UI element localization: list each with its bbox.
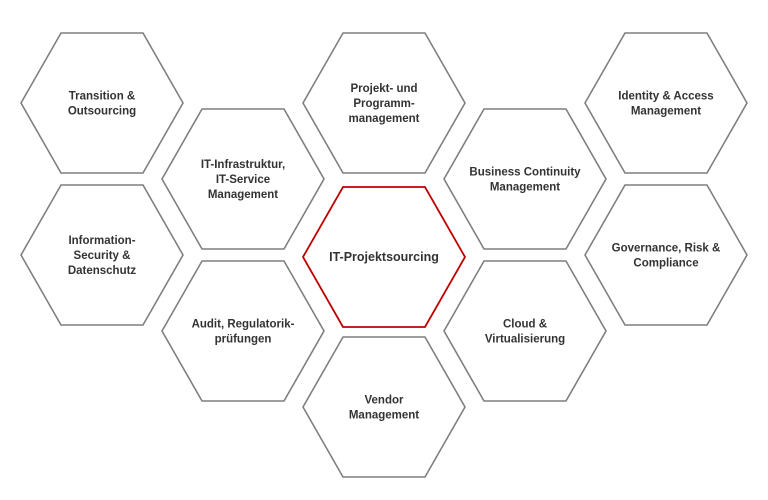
hexagon-shape — [161, 260, 325, 402]
hexagon-label-line: Information- — [68, 235, 135, 247]
hexagon-label-line: Datenschutz — [68, 265, 137, 277]
hexagon-label-line: Security & — [74, 250, 131, 262]
hexagon-label-line: IT-Service — [216, 174, 270, 186]
hexagon-label-line: Management — [208, 189, 278, 201]
hexagon-shape — [302, 32, 466, 174]
hexagon-label-line: Management — [631, 106, 701, 118]
hexagon-shape — [20, 32, 184, 174]
hexagon-label-line: Business Continuity — [469, 167, 581, 179]
hexagon-label-line: Identity & Access — [618, 91, 713, 103]
hexagon-label-line: Audit, Regulatorik- — [192, 319, 295, 331]
hexagon-label-line: Projekt- und — [350, 83, 417, 95]
hexagon-governance-risk: Governance, Risk & Compliance — [584, 184, 748, 326]
hexagon-shape — [302, 336, 466, 478]
hexagon-label-line: Virtualisierung — [485, 334, 565, 346]
hexagon-label-line: Management — [490, 182, 560, 194]
hexagon-cloud-virtualisierung: Cloud & Virtualisierung — [443, 260, 607, 402]
hexagon-label-line: IT-Projektsourcing — [329, 250, 439, 264]
hexagon-label-line: Vendor — [365, 395, 405, 407]
hexagon-it-projektsourcing: IT-Projektsourcing — [301, 186, 467, 328]
hexagon-information-security: Information- Security & Datenschutz — [20, 184, 184, 326]
hexagon-shape — [20, 184, 184, 326]
hexagon-label-line: Management — [349, 410, 419, 422]
hexagon-label-line: prüfungen — [215, 334, 272, 346]
hexagon-label-line: Cloud & — [503, 319, 547, 331]
hexagon-shape — [443, 260, 607, 402]
hexagon-label-line: Programm- — [353, 98, 415, 110]
hexagon-shape — [161, 108, 325, 250]
hexagon-label-line: management — [349, 113, 420, 125]
hexagon-shape — [584, 32, 748, 174]
hexagon-shape — [584, 184, 748, 326]
hexagon-label-line: Outsourcing — [68, 106, 136, 118]
hexagon-label-line: IT-Infrastruktur, — [201, 159, 285, 171]
hexagon-shape — [301, 186, 467, 328]
hexagon-label-line: Transition & — [69, 91, 135, 103]
hexagon-transition-outsourcing: Transition & Outsourcing — [20, 32, 184, 174]
hexagon-shape — [443, 108, 607, 250]
hexagon-label-line: Governance, Risk & — [612, 243, 721, 255]
hexagon-audit-regulatorik: Audit, Regulatorik-prüfungen — [161, 260, 325, 402]
hexagon-label-line: Compliance — [633, 258, 698, 270]
